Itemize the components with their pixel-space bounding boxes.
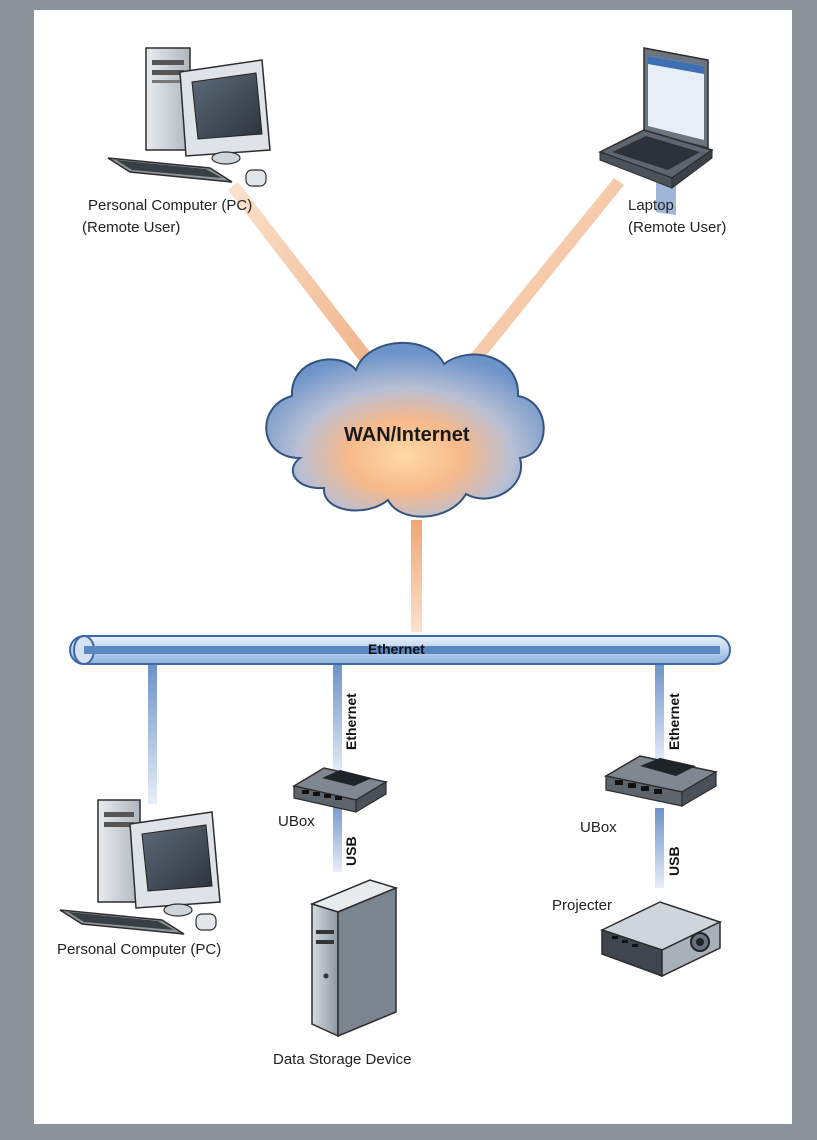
usb-link-right	[655, 808, 664, 888]
wan-cloud-label: WAN/Internet	[344, 424, 470, 446]
storage-label: Data Storage Device	[273, 1051, 412, 1068]
ubox-right-icon	[603, 755, 719, 808]
ubox-right-label: UBox	[580, 819, 617, 836]
remote-pc-sublabel: (Remote User)	[82, 219, 181, 236]
lan-drop-ubox-left	[333, 664, 342, 776]
ubox-left-icon	[292, 767, 388, 814]
local-pc-label: Personal Computer (PC)	[57, 941, 222, 958]
remote-pc-label: Personal Computer (PC)	[88, 197, 253, 214]
wan-link-bus	[411, 520, 422, 632]
projector-icon	[600, 901, 722, 978]
wan-cloud	[265, 342, 545, 518]
ethernet-bus	[69, 635, 731, 665]
link-label-left-ethernet: Ethernet	[343, 693, 359, 750]
remote-laptop-label: Laptop	[628, 197, 674, 214]
wan-link-pc	[228, 182, 380, 372]
remote-pc-icon	[107, 47, 271, 187]
ubox-left-label: UBox	[278, 813, 315, 830]
link-label-right-usb: USB	[666, 846, 682, 876]
link-label-left-usb: USB	[343, 836, 359, 866]
remote-laptop-sublabel: (Remote User)	[628, 219, 727, 236]
local-pc-icon	[59, 799, 221, 935]
lan-drop-pc	[148, 664, 157, 804]
remote-laptop-icon	[598, 47, 714, 216]
link-label-right-ethernet: Ethernet	[666, 693, 682, 750]
storage-device-icon	[309, 879, 399, 1038]
lan-drop-ubox-right	[655, 664, 664, 764]
ethernet-bus-label: Ethernet	[368, 641, 425, 657]
wan-link-laptop	[466, 178, 624, 368]
usb-link-left	[333, 800, 342, 872]
projector-label: Projecter	[552, 897, 613, 914]
